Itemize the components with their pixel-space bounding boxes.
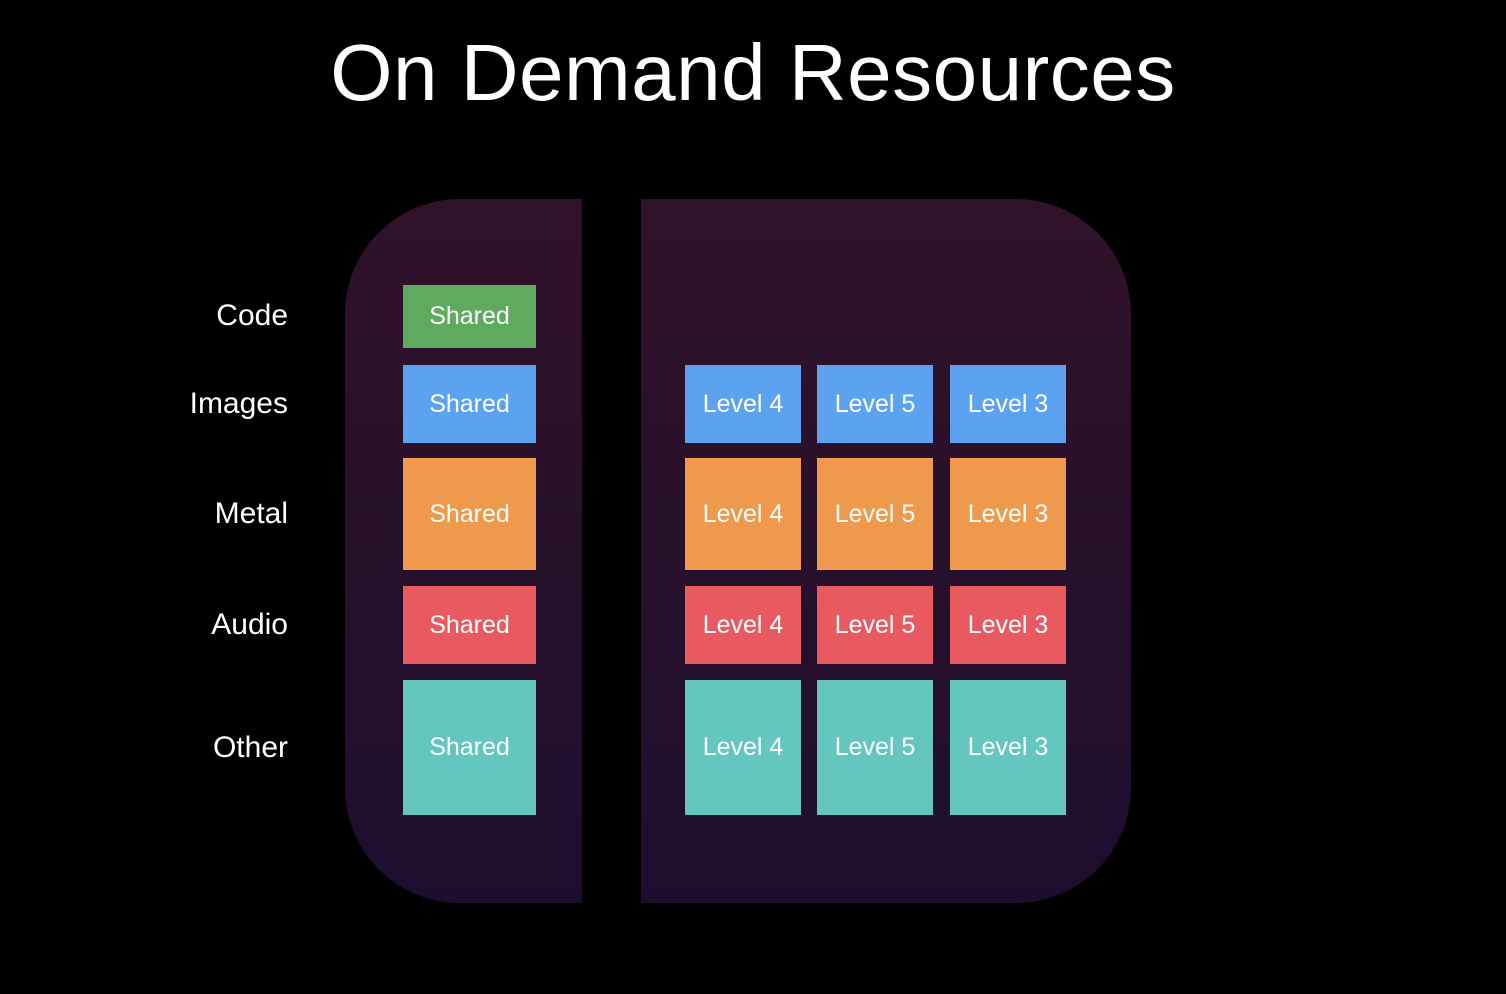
- level-tile-metal-1[interactable]: Level 5: [817, 458, 933, 570]
- shared-tile-metal[interactable]: Shared: [403, 458, 536, 570]
- row-label-audio: Audio: [211, 608, 288, 641]
- row-label-metal: Metal: [214, 497, 288, 530]
- row-label-code: Code: [216, 299, 288, 332]
- shared-tile-audio[interactable]: Shared: [403, 586, 536, 664]
- row-label-other: Other: [212, 731, 288, 764]
- level-tile-images-1[interactable]: Level 5: [817, 365, 933, 443]
- level-tile-audio-2[interactable]: Level 3: [950, 586, 1066, 664]
- shared-tile-other[interactable]: Shared: [403, 680, 536, 815]
- shared-tile-code[interactable]: Shared: [403, 285, 536, 348]
- shared-tile-images[interactable]: Shared: [403, 365, 536, 443]
- level-tile-other-0[interactable]: Level 4: [685, 680, 801, 815]
- level-tile-metal-0[interactable]: Level 4: [685, 458, 801, 570]
- page-title: On Demand Resources: [330, 28, 1176, 117]
- row-label-images: Images: [189, 387, 288, 420]
- level-tile-audio-1[interactable]: Level 5: [817, 586, 933, 664]
- level-tile-audio-0[interactable]: Level 4: [685, 586, 801, 664]
- level-tile-images-0[interactable]: Level 4: [685, 365, 801, 443]
- level-tile-other-1[interactable]: Level 5: [817, 680, 933, 815]
- level-tile-metal-2[interactable]: Level 3: [950, 458, 1066, 570]
- level-tile-images-2[interactable]: Level 3: [950, 365, 1066, 443]
- level-tile-other-2[interactable]: Level 3: [950, 680, 1066, 815]
